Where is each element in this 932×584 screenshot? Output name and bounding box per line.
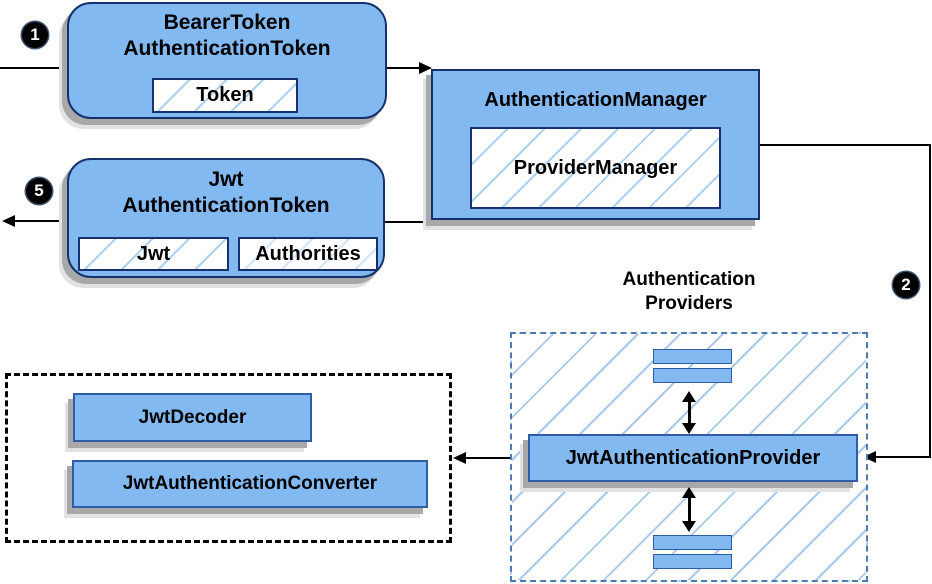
node-title: Jwt AuthenticationToken bbox=[69, 167, 383, 219]
badge-label: 1 bbox=[30, 25, 40, 44]
provider-list-bar bbox=[653, 554, 732, 569]
arrowhead-left-icon bbox=[2, 215, 15, 227]
arrowhead-up-icon bbox=[682, 391, 696, 402]
arrowhead-up-icon bbox=[682, 487, 696, 498]
title-line-2: AuthenticationToken bbox=[123, 37, 331, 60]
badge-step-5: 5 bbox=[26, 178, 52, 204]
chip-jwt: Jwt bbox=[78, 237, 229, 271]
arrow-shaft bbox=[687, 400, 691, 425]
badge-label: 2 bbox=[901, 275, 911, 294]
double-arrow-providers-bottom bbox=[681, 487, 697, 532]
double-arrow-providers-top bbox=[681, 391, 697, 434]
node-authentication-manager: AuthenticationManager ProviderManager bbox=[431, 69, 760, 220]
node-jwt-authentication-converter: JwtAuthenticationConverter bbox=[72, 460, 428, 508]
title-line-2: Providers bbox=[645, 293, 733, 314]
node-title: JwtAuthenticationProvider bbox=[565, 446, 821, 469]
node-title: AuthenticationManager bbox=[484, 89, 707, 111]
title-line-1: Jwt bbox=[208, 168, 244, 191]
badge-label: 5 bbox=[34, 181, 44, 200]
chip-label: Jwt bbox=[136, 242, 171, 265]
badge-step-2: 2 bbox=[893, 272, 919, 298]
arrow-request-in bbox=[0, 67, 67, 69]
node-jwt-authentication-provider: JwtAuthenticationProvider bbox=[528, 434, 858, 482]
arrow-shaft bbox=[387, 67, 421, 69]
node-jwt-decoder: JwtDecoder bbox=[73, 393, 312, 442]
node-title: JwtDecoder bbox=[138, 406, 247, 428]
node-jwt-authentication-token: Jwt AuthenticationToken Jwt Authorities bbox=[67, 158, 385, 278]
arrowhead-down-icon bbox=[682, 423, 696, 434]
connector-horizontal-top bbox=[760, 144, 931, 146]
node-title: BearerToken AuthenticationToken bbox=[69, 10, 385, 62]
provider-list-bar bbox=[653, 535, 732, 550]
chip-label: ProviderManager bbox=[513, 156, 678, 179]
node-bearer-token-authentication-token: BearerToken AuthenticationToken Token bbox=[67, 2, 387, 119]
title-line-2: AuthenticationToken bbox=[122, 194, 330, 217]
title-line-1: BearerToken bbox=[163, 11, 291, 34]
chip-provider-manager: ProviderManager bbox=[470, 127, 721, 209]
chip-label: Authorities bbox=[255, 242, 361, 265]
authentication-providers-title: Authentication Providers bbox=[579, 268, 799, 316]
node-title: JwtAuthenticationConverter bbox=[122, 473, 378, 494]
arrowhead-left-icon bbox=[453, 452, 466, 464]
provider-list-bar bbox=[653, 349, 732, 364]
arrow-shaft bbox=[13, 220, 67, 222]
provider-list-bar bbox=[653, 368, 732, 383]
arrow-shaft bbox=[464, 457, 528, 459]
connector-horizontal-bottom bbox=[874, 456, 931, 458]
connector-vertical bbox=[929, 144, 931, 458]
badge-step-1: 1 bbox=[22, 22, 48, 48]
chip-token: Token bbox=[152, 78, 298, 113]
connector-manager-to-jwt-token bbox=[385, 221, 433, 223]
arrow-shaft bbox=[687, 496, 691, 523]
chip-label: Token bbox=[196, 84, 254, 106]
chip-authorities: Authorities bbox=[238, 237, 378, 271]
arrowhead-right-icon bbox=[419, 62, 432, 74]
arrowhead-down-icon bbox=[682, 521, 696, 532]
title-line-1: Authentication bbox=[622, 269, 756, 290]
